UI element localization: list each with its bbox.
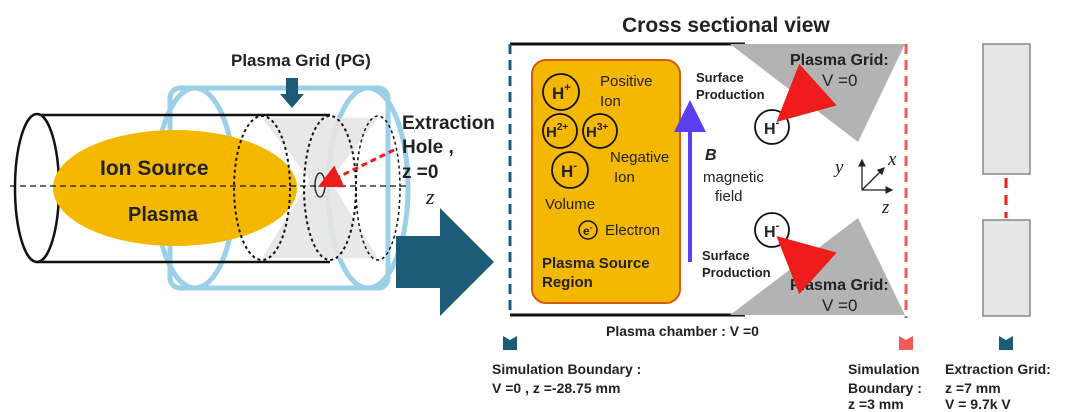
plasma-grid-arrow	[280, 78, 304, 108]
svg-text:H2+: H2+	[546, 122, 568, 141]
surface-bottom-2: Production	[702, 265, 771, 280]
magnetic-symbol: B	[705, 147, 717, 164]
surface-arrow-bottom	[776, 235, 837, 295]
extraction-marker	[999, 336, 1013, 350]
h-plus-particle	[542, 73, 580, 111]
h-minus-particle	[551, 151, 589, 189]
region-label-2: Region	[542, 274, 593, 291]
positive-label-1: Positive	[600, 73, 653, 90]
z-axis-label: z	[425, 184, 435, 209]
svg-text:H-: H-	[764, 117, 780, 138]
axis-z-label: z	[881, 197, 890, 218]
hole-label: Hole ,	[402, 137, 454, 158]
extraction-grid-top	[982, 43, 1031, 175]
sim-right-line1: Simulation	[848, 361, 920, 377]
chamber-end-ellipse	[13, 112, 61, 264]
h3-plus-particle	[582, 113, 618, 149]
extraction-line1: Extraction Grid:	[945, 361, 1051, 377]
extraction-grid-bottom	[982, 219, 1031, 317]
magnetic-label-1: magnetic	[703, 169, 764, 186]
plasma-grid-bottom-value: V =0	[822, 296, 857, 315]
electron-label: Electron	[605, 222, 660, 239]
extraction-z-label: z =0	[402, 162, 438, 183]
chamber-label: Plasma chamber : V =0	[606, 323, 759, 339]
svg-text:e-: e-	[583, 223, 593, 238]
svg-text:H-: H-	[561, 160, 577, 181]
ion-source-plasma	[53, 130, 297, 246]
ion-source-label: Ion Source	[100, 157, 209, 180]
svg-text:H+: H+	[552, 82, 571, 103]
svg-text:H3+: H3+	[586, 122, 608, 141]
positive-label-2: Ion	[600, 93, 621, 110]
extraction-line3: V = 9.7k V	[945, 396, 1011, 412]
transition-arrow	[396, 208, 494, 316]
cross-section: Cross sectional view Plasma Grid: V =0 P…	[503, 14, 913, 350]
region-label-1: Plasma Source	[542, 255, 650, 272]
surface-top-2: Production	[696, 87, 765, 102]
sim-right-line3: z =3 mm	[848, 396, 904, 412]
extraction-grid	[982, 43, 1031, 350]
surface-arrow-top	[776, 63, 837, 123]
sim-left-line2: V =0 , z =-28.75 mm	[492, 380, 620, 396]
sim-left-marker	[503, 336, 517, 350]
negative-label-2: Ion	[614, 169, 635, 186]
axis-x-label: x	[887, 149, 897, 170]
volume-label: Volume	[545, 196, 595, 213]
extraction-label: Extraction	[402, 113, 495, 134]
extraction-line2: z =7 mm	[945, 380, 1001, 396]
sim-right-marker	[899, 336, 913, 350]
extraction-hole-arrow	[317, 148, 395, 188]
magnetic-label-2: field	[715, 188, 743, 205]
sim-right-line2: Boundary :	[848, 380, 922, 396]
plasma-grid-top-label: Plasma Grid:	[790, 52, 889, 69]
plasma-grid-top-value: V =0	[822, 71, 857, 90]
left-3d-view: Plasma Grid (PG) Ion Source Plasma Extra…	[10, 51, 495, 316]
plasma-grid-bottom-label: Plasma Grid:	[790, 277, 889, 294]
negative-label-1: Negative	[610, 149, 669, 166]
surface-bottom-1: Surface	[702, 248, 750, 263]
electron-particle	[578, 220, 598, 240]
plasma-label: Plasma	[128, 204, 199, 226]
cross-section-title: Cross sectional view	[622, 14, 830, 37]
h2-plus-particle	[542, 113, 578, 149]
surface-top-1: Surface	[696, 70, 744, 85]
sim-left-line1: Simulation Boundary :	[492, 361, 641, 377]
axis-y-label: y	[833, 157, 844, 178]
plasma-grid-label: Plasma Grid (PG)	[231, 51, 371, 70]
svg-text:H-: H-	[764, 220, 780, 241]
